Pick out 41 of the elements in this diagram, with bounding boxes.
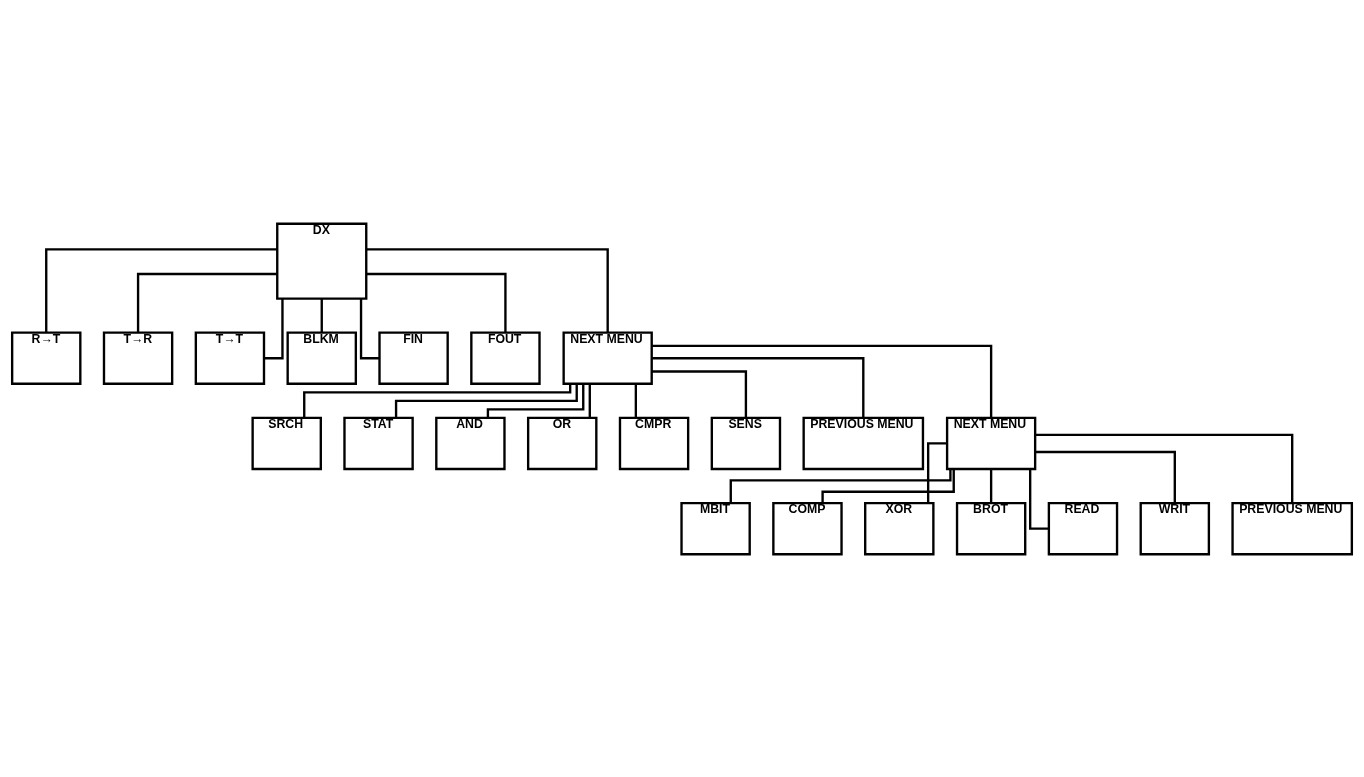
connector (366, 247, 609, 332)
node-box: XOR (864, 501, 935, 555)
connector (821, 468, 955, 503)
node-box: T→R (102, 331, 174, 385)
connector (651, 369, 748, 418)
connector (634, 383, 638, 418)
connector (303, 383, 572, 418)
node-box: NEXT MENU (945, 416, 1037, 470)
node-box: BROT (955, 501, 1027, 555)
node-box: COMP (772, 501, 843, 555)
node-box: FOUT (470, 331, 541, 385)
connector (926, 441, 948, 503)
connector (136, 272, 277, 332)
node-box: MBIT (680, 501, 751, 555)
connector (651, 356, 865, 418)
node-box: STAT (343, 416, 414, 470)
connector (394, 383, 578, 418)
node-box: WRIT (1139, 501, 1211, 555)
node-box: BLKM (286, 331, 357, 385)
connector (989, 468, 993, 503)
node-box: OR (526, 416, 598, 470)
connector (45, 247, 278, 332)
node-box: PREVIOUS MENU (802, 416, 925, 470)
node-box: R→T (10, 331, 82, 385)
node-box: T→T (194, 331, 266, 385)
node-box: SRCH (251, 416, 322, 470)
connector (1035, 433, 1294, 503)
node-box: CMPR (618, 416, 690, 470)
connector (652, 344, 993, 418)
node-box: AND (435, 416, 506, 470)
node-box: PREVIOUS MENU (1231, 501, 1354, 555)
connector (366, 272, 507, 332)
node-box: DX (276, 222, 368, 300)
connector (588, 383, 591, 418)
node-box: NEXT MENU (562, 331, 653, 385)
node-box: FIN (378, 331, 449, 385)
connector (486, 383, 585, 418)
node-box: READ (1047, 501, 1119, 555)
node-box: SENS (710, 416, 782, 470)
connector (320, 298, 323, 332)
connector (1035, 450, 1176, 503)
